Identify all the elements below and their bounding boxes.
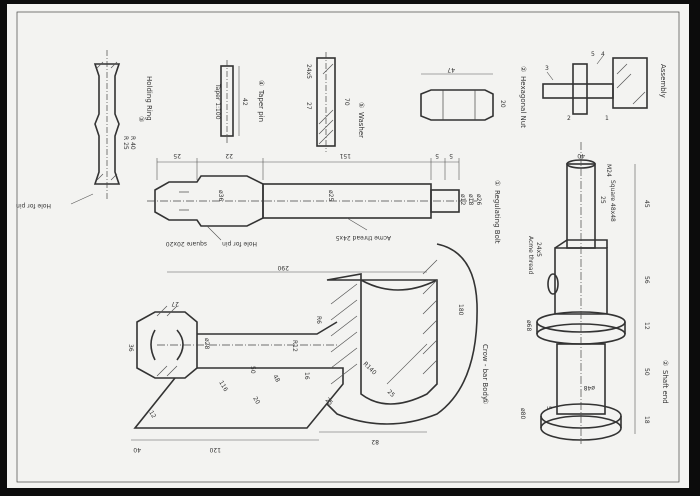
dim-47: 47 [447,66,455,73]
dim-151: 151 [339,152,351,159]
dim-70: 70 [343,98,350,106]
hole-for-pin-left-label: Hole for pin [16,202,51,209]
dim-290: 290 [277,264,289,271]
dim-5a: 5 [435,152,439,159]
dim-48: 48 [271,374,281,384]
shaft-end-number: ② [661,360,669,366]
dim-50b: 50 [643,368,650,376]
shaft-end-label: Shaft end [661,370,669,404]
dim-56: 56 [643,276,650,284]
dim-120: 120 [209,446,221,453]
dim-20b: 20 [251,396,261,406]
holding-ring-view: R 25 R 40 Holding Ring ③ Hole for pin [16,50,153,209]
dim-d28: ø28 [203,338,210,349]
dim-d18: ø18 [467,194,474,205]
washer-view: 24x5 27 70 Washer ⑤ [305,52,365,152]
taper-label: Taper 1:100 [214,83,221,120]
svg-text:3: 3 [545,65,549,72]
hex-nut-label: Hexagonal Nut [519,76,527,128]
dim-12: 12 [147,410,157,420]
hex-nut-number: ② [519,66,527,72]
svg-text:4: 4 [601,51,605,58]
acme-size2-label: 24x5 [535,242,542,257]
dim-27b: 27 [171,300,179,307]
dim-50: 50 [249,366,256,374]
washer-label: Washer [357,112,365,138]
dim-25b: 25 [324,396,334,406]
square-label: square 20x20 [166,240,207,247]
dim-25-shaft: 25 [599,196,606,204]
taper-pin-label: Taper pin [257,89,265,122]
dim-5b: 5 [449,152,453,159]
dim-16: 16 [303,372,310,380]
dim-180: 180 [457,304,464,316]
dim-d68: ø68 [525,320,532,331]
dim-24x5: 24x5 [305,64,312,79]
assembly-label: Assembly [659,64,667,98]
taper-pin-view: 42 Taper 1:100 Taper pin ④ [214,60,265,144]
dim-r140: R140 [362,360,378,376]
dim-d12: ø12 [459,194,466,205]
engineering-drawing: R 25 R 40 Holding Ring ③ Hole for pin 42… [16,11,680,483]
dim-82: 82 [371,438,379,445]
dim-d26: ø26 [475,194,482,205]
svg-text:1: 1 [605,115,609,122]
dim-5: 5 [545,406,552,410]
dim-116: 116 [217,380,229,394]
drawing-sheet: R 25 R 40 Holding Ring ③ Hole for pin 42… [7,4,689,488]
dim-25c: 25 [386,388,396,398]
svg-text:2: 2 [567,115,571,122]
dim-27: 27 [305,102,312,110]
dim-r12: R12 [291,340,298,352]
dim-r25: R 25 [122,136,129,150]
crow-bar-body-view: 290 180 27 ø28 36 50 116 48 R12 16 20 R6… [127,243,489,453]
dim-r6: R6 [315,316,322,324]
dim-d25: ø25 [327,190,334,201]
hole-for-pin-label: Hole for pin [222,240,257,247]
acme-thread2-label: Acme thread [527,236,534,275]
crow-bar-number: ① [481,398,489,404]
dim-m24: M24 [605,164,612,177]
sheet-border [16,11,680,483]
assembly-view: 3 5 4 2 1 Assembly [542,51,667,122]
acme-thread-label: Acme thread 24x5 [335,234,391,241]
regulating-bolt-view: 25 22 151 5 5 ø25 ø12 ø18 ø26 ø36 ① Regu… [147,152,501,247]
svg-text:5: 5 [591,51,595,58]
dim-d48: ø48 [584,384,595,391]
dim-18: 18 [643,416,650,424]
dim-22: 22 [225,152,233,159]
square2-label: Square 48x48 [609,180,616,222]
shaft-end-view: 45 56 12 50 18 M24 ø48 ø68 ø80 5 40 25 S… [519,142,669,444]
regulating-bolt-label: Regulating Bolt [493,190,501,244]
washer-number: ⑤ [357,102,365,108]
taper-pin-number: ④ [257,80,265,86]
dim-d80: ø80 [519,408,526,419]
dim-40: 40 [133,446,141,453]
dim-45: 45 [643,200,650,208]
dim-d36: ø36 [217,190,224,201]
dim-40b: 40 [577,152,585,159]
dim-20: 20 [499,100,506,108]
dim-r40: R 40 [129,136,136,150]
regulating-bolt-number: ① [493,180,501,186]
dim-42: 42 [241,98,248,106]
holding-ring-number: ③ [137,116,145,122]
dim-12b: 12 [643,322,650,330]
hex-nut-view: 47 20 Hexagonal Nut ② [420,66,527,128]
crow-bar-label: Crow - bar Body [481,344,489,400]
holding-ring-label: Holding Ring [145,76,153,121]
dim-25: 25 [173,152,181,159]
dim-36: 36 [127,344,134,352]
